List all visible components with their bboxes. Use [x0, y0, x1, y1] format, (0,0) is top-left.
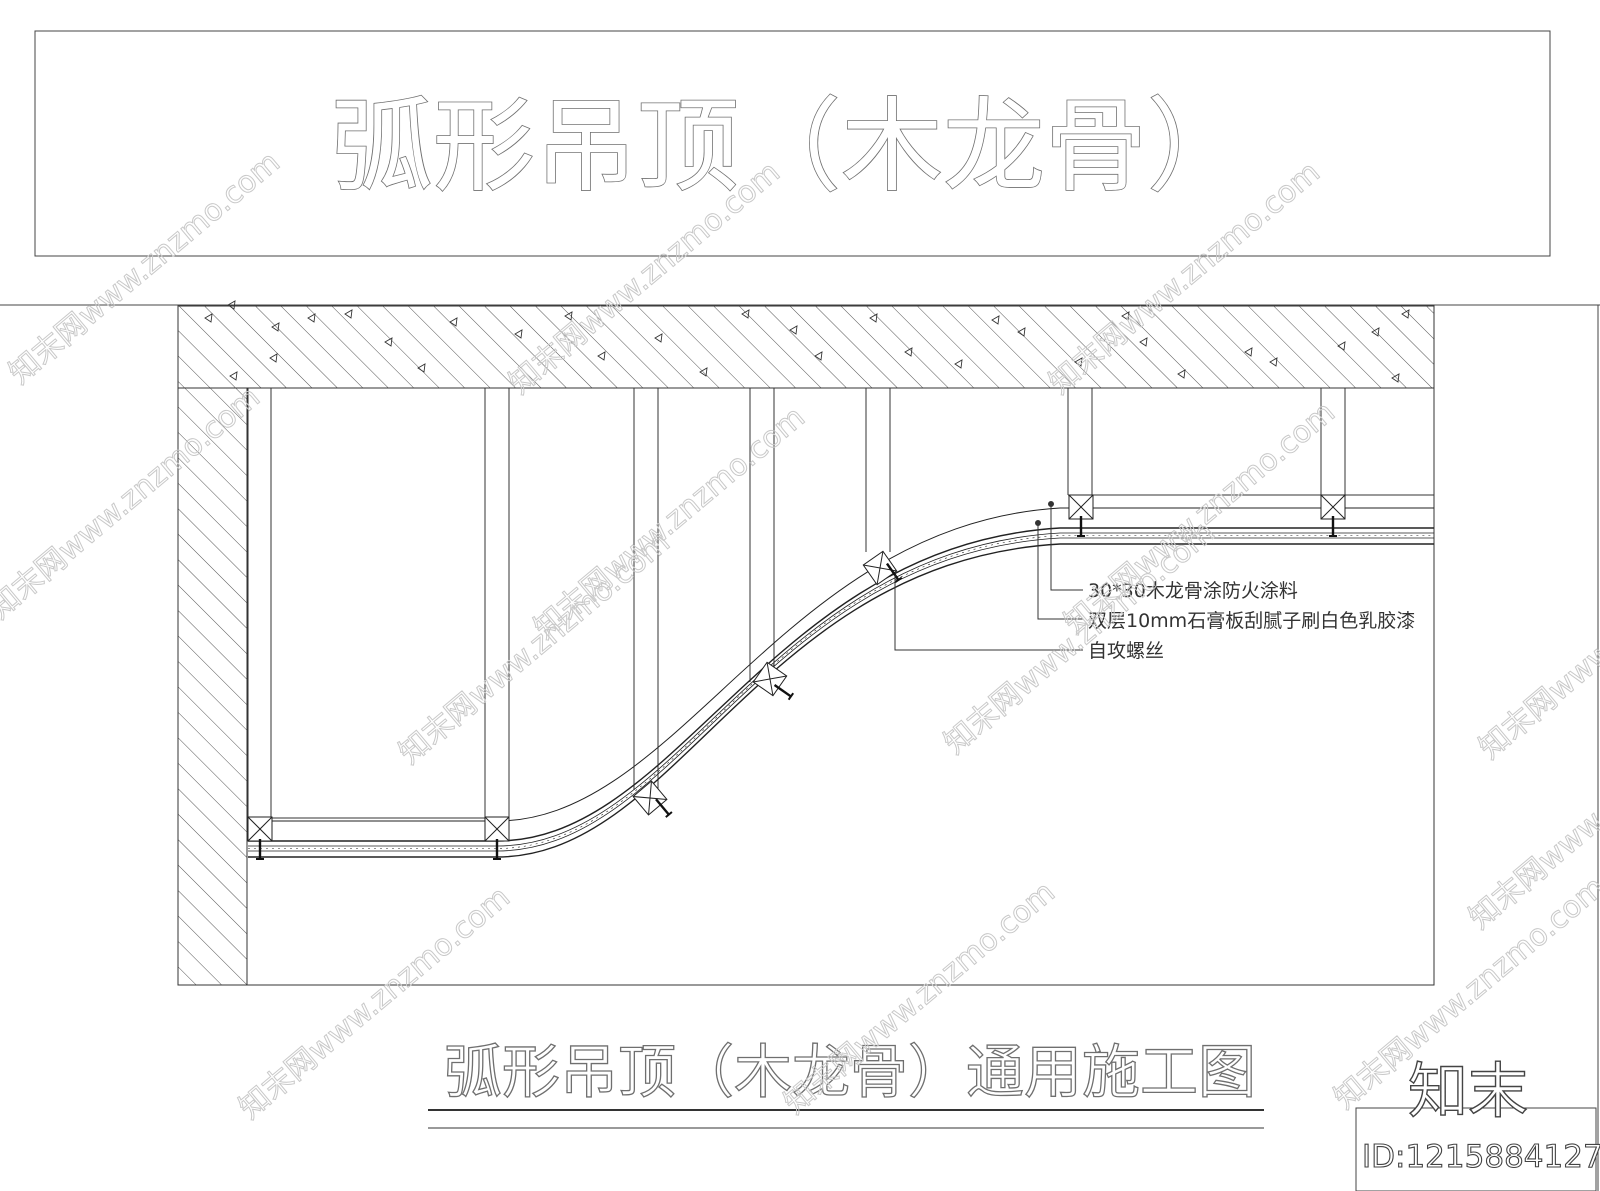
aggregate-mark	[654, 333, 663, 343]
aggregate-mark	[344, 309, 353, 319]
aggregate-mark	[384, 337, 393, 347]
detail-frame	[177, 305, 1435, 986]
screw-mark	[1329, 516, 1337, 537]
aggregate-mark	[1401, 309, 1410, 319]
screw-mark	[773, 683, 795, 701]
aggregate-mark	[1074, 357, 1083, 367]
screw-mark	[655, 798, 673, 818]
aggregate-mark	[1269, 357, 1278, 367]
aggregate-mark	[514, 329, 523, 339]
profile-line	[248, 507, 1434, 822]
aggregate-mark	[204, 313, 213, 323]
aggregate-mark	[904, 347, 913, 357]
aggregate-mark	[1371, 327, 1380, 337]
aggregate-mark	[564, 311, 573, 321]
aggregate-mark	[1337, 341, 1346, 351]
aggregate-mark	[954, 359, 963, 369]
wood-hangers	[247, 388, 1434, 819]
screw-mark	[493, 839, 501, 860]
aggregate-mark	[227, 300, 236, 310]
ceiling-profile	[248, 507, 1434, 858]
joist-block	[484, 816, 510, 842]
aggregate-mark	[991, 315, 1000, 325]
watermark-text: 知末网www.znzmo.com	[1473, 520, 1600, 766]
logo-id-text: ID:1215884127	[1362, 1139, 1600, 1175]
profile-line	[248, 527, 1434, 842]
aggregate-mark	[307, 313, 316, 323]
aggregate-mark	[1177, 369, 1186, 379]
joist-block	[247, 816, 273, 842]
aggregate-mark	[1017, 327, 1026, 337]
annotation-leaders	[894, 501, 1083, 651]
aggregate-mark	[869, 313, 878, 323]
aggregate-mark	[814, 351, 823, 361]
joist-block	[1320, 494, 1346, 520]
joist-block	[862, 550, 898, 586]
profile-line	[248, 543, 1434, 858]
self-tapping-screws	[256, 516, 1337, 860]
watermark-text: 知末网www.znzmo.com	[938, 515, 1222, 761]
label-wood-joist: 30*30木龙骨涂防火涂料	[1088, 580, 1298, 602]
brand-logo: 知末 ID:1215884127	[1355, 1056, 1600, 1191]
drawing-caption: 弧形吊顶（木龙骨）通用施工图	[444, 1038, 1256, 1106]
label-screw: 自攻螺丝	[1088, 640, 1164, 662]
aggregate-mark	[1244, 347, 1253, 357]
aggregate-mark	[1391, 373, 1400, 383]
wood-joist-blocks	[247, 494, 1346, 842]
aggregate-mark	[271, 322, 280, 332]
masonry-wall	[177, 387, 248, 986]
aggregate-mark	[789, 325, 798, 335]
aggregate-mark	[417, 363, 426, 373]
concrete-slab	[177, 300, 1435, 389]
profile-line	[248, 537, 1434, 852]
aggregate-mark	[741, 309, 750, 319]
page-title: 弧形吊顶（木龙骨）	[331, 88, 1249, 207]
screw-mark	[256, 839, 264, 860]
title-frame	[34, 30, 1551, 257]
screw-mark	[885, 562, 903, 584]
screw-mark	[1077, 516, 1085, 537]
aggregate-mark	[1121, 311, 1130, 321]
label-gypsum-board: 双层10mm石膏板刮腻子刷白色乳胶漆	[1088, 609, 1415, 632]
board-dot-line	[248, 535, 1434, 849]
aggregate-mark	[699, 367, 708, 377]
joist-block	[1068, 494, 1094, 520]
aggregate-mark	[1139, 337, 1148, 347]
profile-line	[248, 532, 1434, 847]
aggregate-mark	[229, 371, 238, 381]
aggregate-mark	[269, 353, 278, 363]
logo-brand-text: 知末	[1408, 1057, 1528, 1127]
joist-block	[632, 780, 668, 816]
aggregate-mark	[449, 317, 458, 327]
aggregate-mark	[597, 351, 606, 361]
